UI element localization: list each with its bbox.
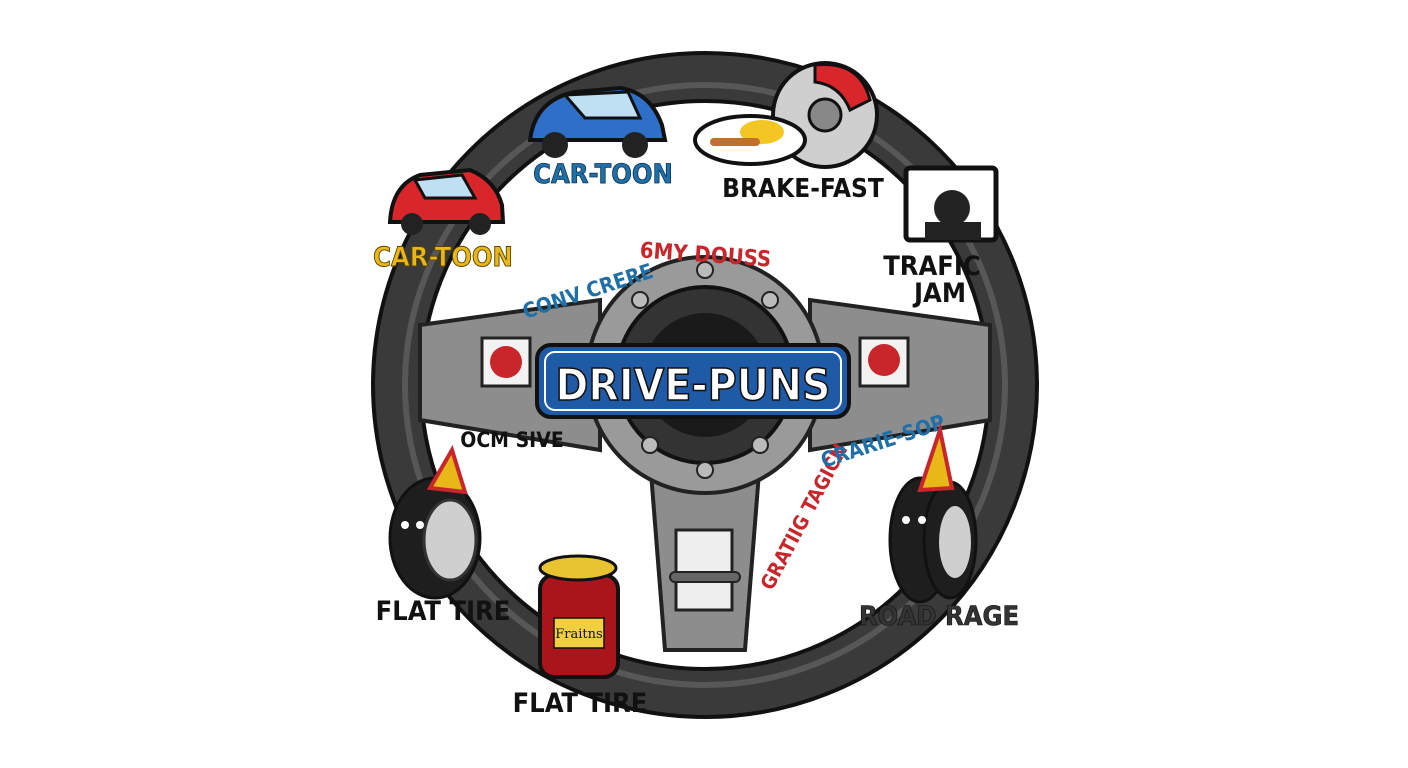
label-flat-tire-jar: FLAT TIRE [513,688,648,719]
label-road-rage: ROAD RAGE [859,601,1019,632]
label-cartoon-yellow: CAR-TOON [373,242,513,273]
label-cartoon-blue: CAR-TOON [533,159,673,190]
label-flat-tire-left: FLAT TIRE [376,596,511,627]
label-ocm: OCM SIVE [460,428,563,452]
title-text: DRIVE-PUNS [556,360,831,411]
column-icon [669,571,741,583]
angry-tire-icon [888,422,978,604]
breakfast-brake-icon [693,61,879,169]
gear-icon [868,344,900,376]
traffic-officer-icon [903,165,999,243]
label-brake-fast: BRAKE-FAST [722,174,884,204]
jar-label: Fraitns [555,627,602,642]
label-traffic-line1: TRAFIC [883,251,981,282]
red-car-icon [387,167,506,235]
party-tire-icon [388,445,482,600]
title-badge: DRIVE-PUNS [535,343,851,419]
label-traffic-line2: JAM [912,278,966,309]
blue-car-icon [527,85,668,158]
angry-face-icon [490,346,522,378]
jam-jar-icon: Fraitns [538,554,620,679]
